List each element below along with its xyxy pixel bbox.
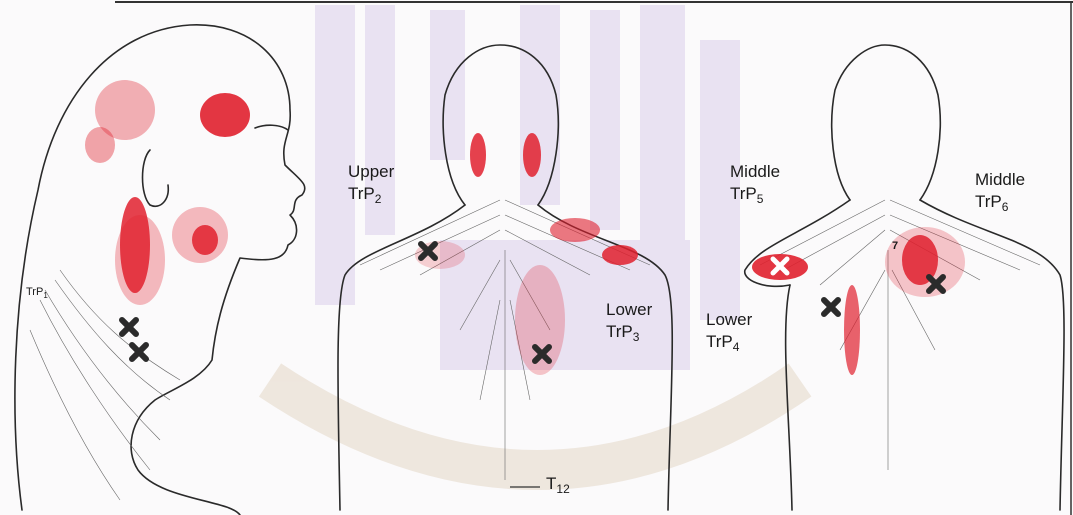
label-lower-trp4: Lower [706, 310, 752, 330]
neck-muscle-fibers [30, 270, 180, 500]
watermark-seal [270, 5, 800, 470]
panel-back-right [745, 45, 1064, 510]
label-trp6: TrP6 [975, 192, 1008, 212]
label-trp4: TrP4 [706, 332, 739, 352]
trigger-point-x-trp4 [824, 300, 838, 314]
label-trp5: TrP5 [730, 184, 763, 204]
label-trp2: TrP2 [348, 184, 381, 204]
label-lower-trp3: Lower [606, 300, 652, 320]
panel-lateral-head [15, 25, 305, 515]
label-vertebra-7: 7 [892, 236, 898, 256]
label-middle-trp6: Middle [975, 170, 1025, 190]
label-t12: T12 [546, 474, 570, 494]
label-middle-trp5: Middle [730, 162, 780, 182]
label-trp1: TrP1 [26, 282, 48, 302]
label-trp3: TrP3 [606, 322, 639, 342]
trigger-point-x-trp1 [122, 320, 146, 359]
referral-zones-back-right [752, 227, 965, 375]
label-upper: Upper [348, 162, 394, 182]
